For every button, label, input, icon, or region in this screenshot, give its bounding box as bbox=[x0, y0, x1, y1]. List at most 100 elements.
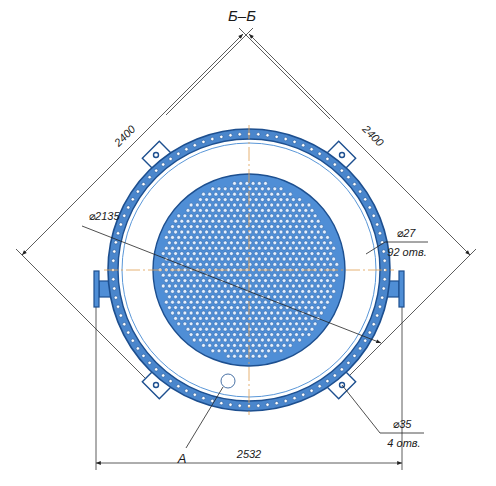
tube-hole bbox=[208, 192, 212, 196]
tube-hole bbox=[270, 236, 274, 240]
tube-hole bbox=[292, 241, 296, 245]
bolt-hole bbox=[238, 404, 241, 407]
tube-hole bbox=[329, 252, 333, 256]
tube-hole bbox=[239, 236, 243, 240]
tube-hole bbox=[279, 219, 283, 223]
tube-hole bbox=[242, 327, 246, 331]
bolt-hole bbox=[119, 223, 122, 226]
tube-hole bbox=[180, 317, 184, 321]
tube-hole bbox=[298, 263, 302, 267]
tube-hole bbox=[319, 225, 323, 229]
tube-hole bbox=[276, 344, 280, 348]
tube-hole bbox=[285, 263, 289, 267]
tube-hole bbox=[326, 290, 330, 294]
bolt-hole bbox=[113, 287, 116, 290]
tube-hole bbox=[288, 257, 292, 261]
tube-hole bbox=[205, 198, 209, 202]
tube-hole bbox=[257, 354, 261, 358]
tube-hole bbox=[310, 230, 314, 234]
bolt-hole bbox=[358, 190, 361, 193]
tube-hole bbox=[273, 338, 277, 342]
tube-hole bbox=[279, 349, 283, 353]
tube-hole bbox=[183, 279, 187, 283]
tube-hole bbox=[307, 300, 311, 304]
tube-hole bbox=[257, 246, 261, 250]
tube-hole bbox=[233, 333, 237, 337]
tube-hole bbox=[174, 230, 178, 234]
tube-hole bbox=[310, 295, 314, 299]
tube-hole bbox=[267, 349, 271, 353]
tube-hole bbox=[220, 257, 224, 261]
tube-hole bbox=[220, 344, 224, 348]
tube-hole bbox=[217, 306, 221, 310]
tube-hole bbox=[202, 300, 206, 304]
bolt-hole bbox=[193, 144, 196, 147]
tube-hole bbox=[245, 257, 249, 261]
tube-hole bbox=[288, 300, 292, 304]
tube-hole bbox=[279, 273, 283, 277]
tube-hole bbox=[180, 295, 184, 299]
tube-hole bbox=[214, 333, 218, 337]
tube-hole bbox=[298, 284, 302, 288]
tube-hole bbox=[257, 214, 261, 218]
tube-hole bbox=[192, 252, 196, 256]
bolt-hole bbox=[127, 331, 130, 334]
tube-hole bbox=[267, 198, 271, 202]
tube-hole bbox=[316, 306, 320, 310]
tube-hole bbox=[273, 241, 277, 245]
tube-hole bbox=[239, 257, 243, 261]
bolt-hole bbox=[333, 163, 336, 166]
tube-hole bbox=[245, 182, 249, 186]
tube-hole bbox=[254, 209, 258, 213]
tube-hole bbox=[304, 327, 308, 331]
bolt-hole bbox=[123, 322, 126, 325]
tube-hole bbox=[273, 317, 277, 321]
tube-hole bbox=[242, 273, 246, 277]
tube-hole bbox=[177, 300, 181, 304]
bolt-hole bbox=[148, 361, 151, 364]
tube-hole bbox=[316, 230, 320, 234]
tube-hole bbox=[301, 279, 305, 283]
tube-hole bbox=[261, 349, 265, 353]
tube-hole bbox=[298, 230, 302, 234]
tube-hole bbox=[211, 349, 215, 353]
tube-hole bbox=[261, 230, 265, 234]
tube-hole bbox=[211, 295, 215, 299]
tube-hole bbox=[174, 273, 178, 277]
tube-hole bbox=[242, 284, 246, 288]
tube-hole bbox=[171, 311, 175, 315]
bolt-hole bbox=[202, 140, 205, 143]
tube-hole bbox=[208, 246, 212, 250]
tube-hole bbox=[251, 214, 255, 218]
bolt-hole bbox=[358, 347, 361, 350]
tube-hole bbox=[195, 322, 199, 326]
tube-hole bbox=[202, 203, 206, 207]
tube-hole bbox=[285, 327, 289, 331]
bolt-hole bbox=[112, 259, 115, 262]
tube-hole bbox=[298, 338, 302, 342]
tube-hole bbox=[226, 192, 230, 196]
tube-hole bbox=[208, 311, 212, 315]
bolt-hole bbox=[326, 379, 329, 382]
tube-hole bbox=[161, 273, 165, 277]
tube-hole bbox=[239, 279, 243, 283]
tube-hole bbox=[171, 225, 175, 229]
tube-hole bbox=[261, 338, 265, 342]
tube-hole bbox=[174, 317, 178, 321]
tube-hole bbox=[251, 192, 255, 196]
tube-hole bbox=[192, 317, 196, 321]
tube-hole bbox=[236, 187, 240, 191]
tube-hole bbox=[230, 219, 234, 223]
tube-hole bbox=[195, 279, 199, 283]
tube-hole bbox=[195, 236, 199, 240]
tube-hole bbox=[211, 187, 215, 191]
tube-hole bbox=[310, 241, 314, 245]
tube-hole bbox=[192, 263, 196, 267]
tube-hole bbox=[242, 209, 246, 213]
tube-hole bbox=[214, 300, 218, 304]
tube-hole bbox=[220, 246, 224, 250]
tube-hole bbox=[264, 246, 268, 250]
tube-hole bbox=[288, 290, 292, 294]
diameter-text: ⌀27 bbox=[397, 228, 416, 239]
tube-hole bbox=[230, 306, 234, 310]
